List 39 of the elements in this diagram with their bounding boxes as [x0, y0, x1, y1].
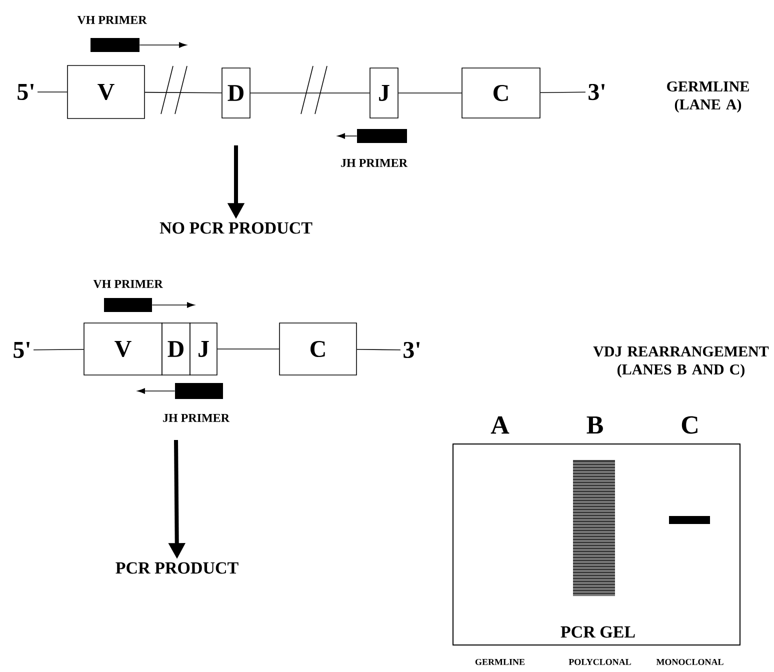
connector-line — [398, 92, 462, 94]
primer-label: VH PRIMER — [93, 280, 163, 288]
connector-line — [540, 92, 586, 93]
connector-line — [250, 92, 370, 94]
smear-band — [572, 460, 616, 596]
gene-segment-box: D — [222, 68, 250, 118]
heading-label: GERMLINE (LANE A) — [667, 81, 749, 113]
lane-letter: C — [682, 416, 698, 434]
lane-caption: GERMLINE — [475, 658, 525, 666]
arrow — [139, 42, 187, 48]
result-label: PCR PRODUCT — [116, 562, 238, 574]
gene-segment-box: J — [190, 322, 218, 376]
result-label: NO PCR PRODUCT — [160, 222, 312, 234]
heading-label: VDJ REARRANGEMENT (LANES B AND C) — [593, 346, 769, 378]
lane-caption: MONOCLONAL — [656, 658, 724, 666]
strand-end-label: 3' — [404, 342, 420, 358]
arrow — [137, 388, 176, 394]
strand-end-label: 3' — [588, 84, 605, 100]
connector-line — [144, 92, 222, 94]
strand-end-label: 5' — [14, 342, 30, 358]
connector-line — [33, 348, 84, 350]
lane-letter: B — [586, 416, 603, 434]
gene-segment-box: C — [279, 322, 357, 376]
primer-label: JH PRIMER — [163, 414, 230, 422]
gene-segment-box: J — [370, 68, 398, 118]
gene-segment-box: C — [462, 68, 540, 118]
gene-segment-box: V — [67, 65, 145, 119]
connector-line — [217, 348, 280, 350]
gel-band — [669, 516, 710, 524]
lane-letter: A — [490, 416, 510, 434]
gel-box: PCR GEL — [452, 444, 740, 646]
lane-caption: POLYCLONAL — [568, 658, 631, 666]
connector-line — [356, 349, 401, 350]
arrow — [152, 302, 195, 308]
gene-segment-box: D — [162, 322, 190, 376]
primer-label: JH PRIMER — [341, 159, 408, 167]
strand-end-label: 5' — [18, 84, 34, 100]
primer-label: VH PRIMER — [77, 16, 147, 24]
arrow — [337, 133, 358, 139]
